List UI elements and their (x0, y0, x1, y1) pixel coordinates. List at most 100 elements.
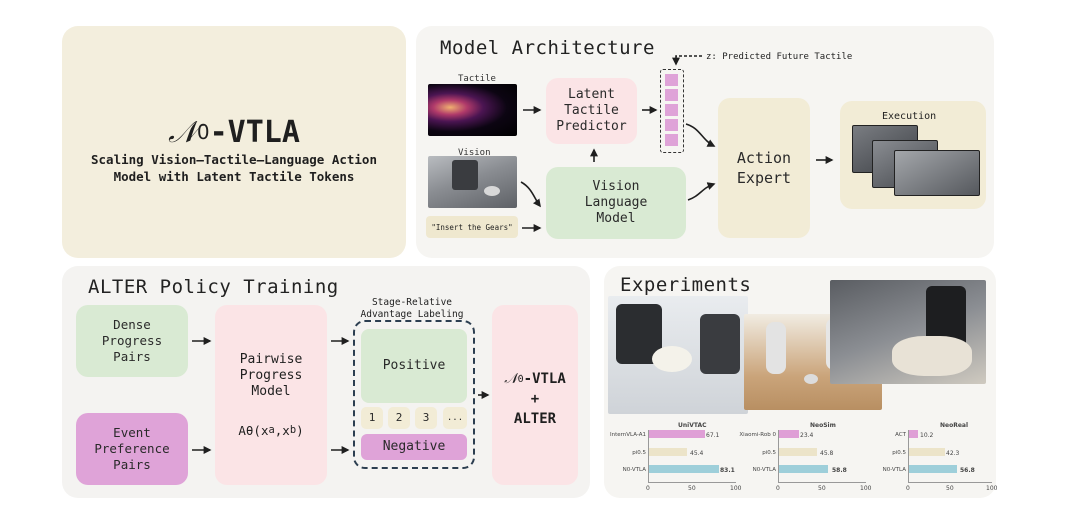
chart-bar (649, 448, 688, 456)
chart-bar (779, 448, 818, 456)
chart-bar (909, 430, 918, 438)
latent-token (665, 89, 678, 101)
tactile-image (428, 84, 517, 136)
row-label: ACT (895, 432, 906, 438)
result-suffix: -VTLA (523, 371, 566, 387)
positive-box: Positive (361, 329, 467, 403)
result-plus: + (530, 391, 540, 407)
tick-label: 50 (946, 485, 954, 492)
formula-prefix: Aθ(x (238, 422, 269, 438)
pairwise-progress-model (215, 305, 327, 485)
bar-value-label: 83.1 (720, 467, 735, 474)
experiment-photo-univtac (608, 296, 748, 414)
chart-bar (909, 465, 957, 473)
arrow-vlm-to-action-expert (687, 182, 716, 201)
subtitle-line-2: Model with Latent Tactile Tokens (113, 168, 355, 184)
bar-value-label: 45.8 (820, 450, 834, 457)
row-label: pi0.5 (632, 450, 646, 456)
chart-baseline (778, 482, 866, 483)
arrow-tokens-to-action-expert (685, 123, 716, 147)
stage-chip: 2 (388, 407, 410, 429)
execution-label: Execution (882, 111, 937, 122)
stage-chip: 3 (415, 407, 437, 429)
dense-progress-pairs: Dense Progress Pairs (76, 305, 188, 377)
bar-value-label: 10.2 (920, 432, 934, 439)
arrow-z-label-pointer (672, 55, 702, 66)
chart-title: NeoSim (810, 422, 836, 429)
arrow-vision-to-vlm (520, 181, 541, 208)
row-label: InternVLA-A1 (609, 432, 646, 438)
tick-label: 50 (818, 485, 826, 492)
stage-label-line-2: Advantage Labeling (360, 309, 464, 320)
row-label: pi0.5 (762, 450, 776, 456)
bar-value-label: 45.4 (690, 450, 704, 457)
tactile-label: Tactile (458, 74, 496, 84)
model-subscript: 0 (196, 120, 210, 144)
chart-title: UniVTAC (678, 422, 707, 429)
latent-token (665, 104, 678, 116)
experiment-photo-neoreal (830, 280, 986, 384)
chart-bar (779, 465, 829, 473)
chart-bar (649, 430, 706, 438)
vision-label: Vision (458, 148, 491, 158)
chart-bar (779, 430, 799, 438)
stage-chip-label: 2 (395, 411, 403, 424)
vision-image (428, 156, 517, 208)
formula-suffix: ) (296, 422, 304, 438)
advantage-labeling-box (353, 320, 475, 469)
chart-axis (908, 430, 909, 482)
stage-chip: 1 (361, 407, 383, 429)
chart-axis (648, 430, 649, 482)
bar-value-label: 56.8 (960, 467, 975, 474)
tick-label: 100 (860, 485, 872, 492)
tick-label: 0 (906, 485, 910, 492)
subtitle-line-1: Scaling Vision–Tactile–Language Action (91, 151, 377, 167)
row-label: N0-VTLA (882, 467, 906, 473)
row-label: N0-VTLA (752, 467, 776, 473)
latent-token (665, 134, 678, 146)
chart-title: NeoReal (940, 422, 969, 429)
stage-chip-label: 3 (422, 411, 430, 424)
chart-axis (778, 430, 779, 482)
formula-mid: ,x (274, 422, 290, 438)
positive-label: Positive (382, 358, 446, 373)
stage-chip-label: 1 (368, 411, 376, 424)
model-suffix: -VTLA (209, 114, 300, 150)
model-symbol: 𝒩 (168, 114, 197, 150)
z-label: z: Predicted Future Tactile (706, 52, 853, 62)
row-label: N0-VTLA (622, 467, 646, 473)
result-alter: ALTER (513, 411, 557, 427)
bar-value-label: 23.4 (800, 432, 814, 439)
event-preference-pairs-label: Event Preference Pairs (94, 425, 170, 472)
dense-progress-pairs-label: Dense Progress Pairs (101, 317, 163, 364)
formula-b: b (289, 424, 297, 436)
bar-value-label: 58.8 (832, 467, 847, 474)
tick-label: 0 (776, 485, 780, 492)
result-box (492, 305, 578, 485)
chart-baseline (908, 482, 992, 483)
stage-label-line-1: Stage-Relative (371, 297, 453, 308)
stage-chip: ... (443, 407, 467, 429)
result-subscript: 0 (517, 373, 524, 385)
alter-heading: ALTER Policy Training (88, 276, 339, 298)
formula-a: a (268, 424, 275, 436)
action-expert: Action Expert (718, 98, 810, 238)
row-label: pi0.5 (892, 450, 906, 456)
negative-label: Negative (382, 439, 446, 454)
tick-label: 100 (986, 485, 998, 492)
chart-bar (649, 465, 719, 473)
tick-label: 100 (730, 485, 742, 492)
pairwise-progress-model-label: Pairwise Progress Model (239, 352, 303, 399)
vision-language-model-label: Vision Language Model (584, 179, 648, 226)
execution-frame (894, 150, 980, 196)
architecture-heading: Model Architecture (440, 37, 655, 59)
bar-value-label: 67.1 (706, 432, 720, 439)
latent-token (665, 119, 678, 131)
event-preference-pairs: Event Preference Pairs (76, 413, 188, 485)
row-label: Xiaomi-Rob 0 (739, 432, 776, 438)
stage-relative-label: Stage-Relative Advantage Labeling (344, 296, 480, 322)
result-symbol: 𝒩 (504, 371, 518, 387)
